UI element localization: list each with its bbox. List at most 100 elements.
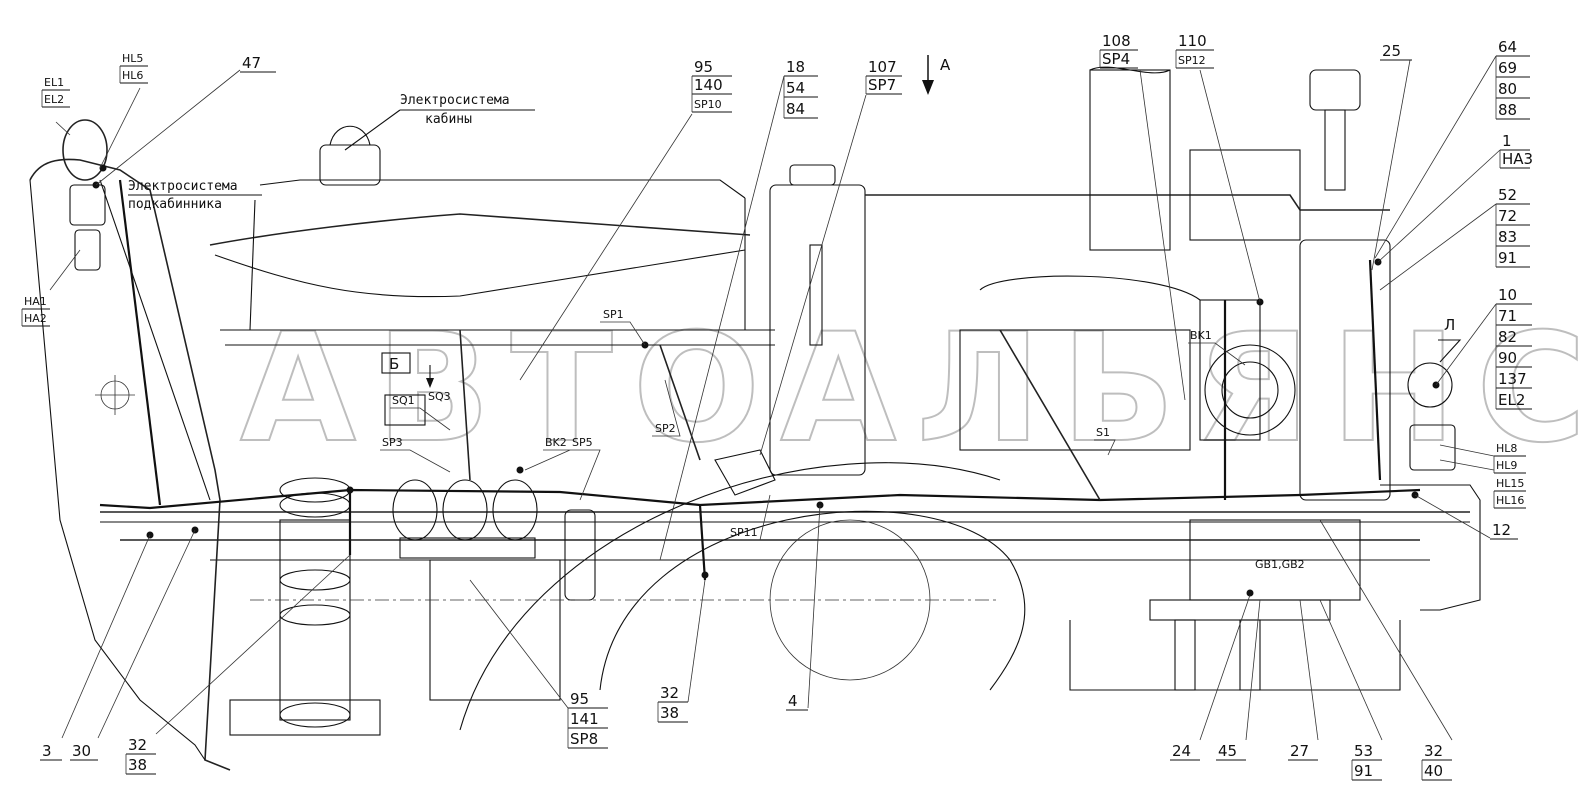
- callout-3: 3: [40, 534, 151, 761]
- callout-number: 71: [1498, 307, 1517, 325]
- callout-leader: [1199, 594, 1251, 741]
- callout-leader: [1139, 69, 1186, 401]
- callout-number: 95: [570, 690, 589, 708]
- svg-text:Л: Л: [1444, 316, 1455, 334]
- label-sp3: SP3: [380, 436, 451, 473]
- view-marker-l: Л: [1438, 316, 1462, 363]
- callout-number: 38: [128, 756, 147, 774]
- callout-number: 82: [1498, 328, 1517, 346]
- callout-number: 141: [570, 710, 599, 728]
- callout-25: 25: [1371, 42, 1412, 271]
- callout-leader: [1377, 149, 1501, 263]
- callout-number: 1: [1502, 132, 1512, 150]
- callout-number: 84: [786, 100, 805, 118]
- callout-number: 80: [1498, 80, 1517, 98]
- callout-4: 4: [786, 504, 821, 711]
- callout-leader: [687, 579, 706, 703]
- callout-leader: [61, 534, 151, 739]
- svg-text:Электросистема: Электросистема: [128, 179, 238, 194]
- callout-number: 69: [1498, 59, 1517, 77]
- callout-number: 4: [788, 692, 798, 710]
- callout-number: 25: [1382, 42, 1401, 60]
- callout-number: HL9: [1496, 459, 1517, 472]
- label-bk2: BK2: [524, 436, 571, 471]
- callout-number: SP7: [868, 76, 896, 94]
- callout-leader: [659, 75, 785, 561]
- callout-leader: [519, 113, 693, 381]
- callout-number: 64: [1498, 38, 1517, 56]
- callout-leader: [1299, 599, 1319, 741]
- callout-number: HA2: [24, 312, 47, 325]
- watermark: АВТОАЛЬЯНС: [240, 302, 1582, 476]
- callout-number: HA1: [24, 295, 47, 308]
- callout-leader: [55, 121, 71, 136]
- svg-text:Электросистема: Электросистема: [400, 93, 510, 108]
- callout-12: 12: [1414, 494, 1518, 540]
- svg-text:SP11: SP11: [730, 526, 758, 539]
- svg-text:SQ1: SQ1: [392, 394, 415, 407]
- svg-text:GB1,GB2: GB1,GB2: [1255, 558, 1305, 571]
- callout-number: EL1: [44, 76, 64, 89]
- callout-leader: [1199, 69, 1261, 303]
- svg-text:SP2: SP2: [655, 422, 676, 435]
- callout-number: HA3: [1502, 150, 1533, 168]
- callout-number: HL8: [1496, 442, 1517, 455]
- callout-47: 47: [95, 54, 276, 186]
- callout-number: 30: [72, 742, 91, 760]
- callout-leader: [1319, 519, 1453, 741]
- callout-number: 72: [1498, 207, 1517, 225]
- callout-number: 91: [1354, 762, 1373, 780]
- callout-leader: [807, 504, 821, 709]
- component-labels: SP1 SP2 SP3 SP5 SP11 SQ1 SQ3 BK1 BK2 S1 …: [380, 308, 1305, 571]
- callout-leader: [97, 529, 196, 739]
- callout-number: 10: [1498, 286, 1517, 304]
- callout-leader: [1435, 303, 1497, 386]
- callout-leader: [155, 554, 351, 735]
- svg-text:Б: Б: [389, 355, 399, 373]
- svg-text:SP1: SP1: [603, 308, 624, 321]
- label-gb: GB1,GB2: [1255, 558, 1305, 571]
- callout-number: 40: [1424, 762, 1443, 780]
- callout-leader: [469, 579, 569, 709]
- callout-leader: [759, 94, 867, 456]
- callout-number: 95: [694, 58, 713, 76]
- callout-30: 30: [70, 529, 196, 761]
- callout-number: 91: [1498, 249, 1517, 267]
- callout-leader: [99, 87, 141, 169]
- callout-number: 32: [660, 684, 679, 702]
- svg-text:кабины: кабины: [425, 112, 472, 127]
- callout-number: 27: [1290, 742, 1309, 760]
- svg-text:SP5: SP5: [572, 436, 593, 449]
- callout-number: 32: [1424, 742, 1443, 760]
- callout-number: HL5: [122, 52, 143, 65]
- label-sp1: SP1: [600, 308, 646, 346]
- callout-number: 45: [1218, 742, 1237, 760]
- callout-number: 3: [42, 742, 52, 760]
- callout-number: 12: [1492, 521, 1511, 539]
- label-sq3: SQ3: [428, 390, 451, 403]
- view-marker-b: Б: [381, 352, 434, 426]
- svg-text:BK1: BK1: [1190, 329, 1212, 342]
- callout-leader: [1439, 444, 1495, 457]
- callout-number: 107: [868, 58, 897, 76]
- label-sq1: SQ1: [390, 394, 451, 431]
- callout-number: EL2: [1498, 391, 1525, 409]
- svg-text:А: А: [940, 56, 951, 74]
- label-sp11: SP11: [728, 494, 771, 541]
- callout-number: 24: [1172, 742, 1191, 760]
- callout-leader: [1379, 203, 1497, 291]
- callout-leader: [1439, 459, 1495, 471]
- callout-number: EL2: [44, 93, 64, 106]
